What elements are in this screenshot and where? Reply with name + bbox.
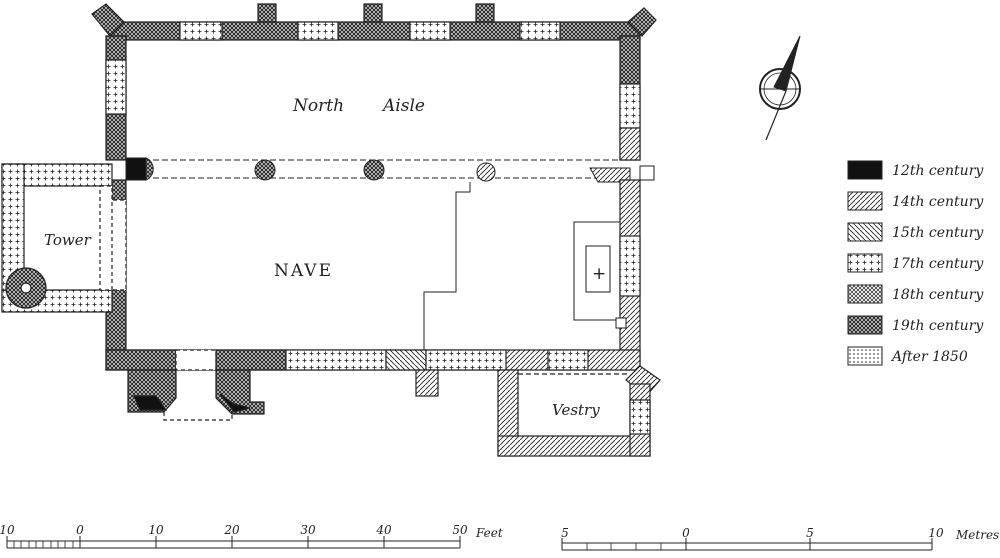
- scale-feet-ticks: 10 0 10 20 30 40 50: [0, 523, 468, 537]
- legend-label: 12th century: [892, 163, 984, 179]
- legend-swatch: [847, 191, 883, 211]
- scale-bar-feet: [6, 536, 461, 549]
- scale-metres-ticks: 5 0 5 10: [561, 526, 944, 540]
- legend-swatch: [847, 284, 883, 304]
- arcade: [125, 157, 655, 183]
- legend-swatch: [847, 222, 883, 242]
- legend-swatch: [847, 315, 883, 335]
- north-aisle-walls: [91, 3, 657, 161]
- scale-metres-tick-label: 10: [928, 526, 944, 540]
- vestry-walls: [497, 369, 651, 457]
- sanctuary: [423, 182, 627, 350]
- scale-bar-metres: [561, 538, 933, 551]
- scale-feet-unit: Feet: [475, 526, 503, 540]
- legend: 12th century 14th century 15th century 17th…: [847, 160, 984, 366]
- legend-swatch: [847, 346, 883, 366]
- scale-feet-tick-label: 50: [452, 523, 468, 537]
- legend-label: 17th century: [892, 256, 984, 272]
- legend-label: 14th century: [892, 194, 984, 210]
- legend-swatch: [847, 253, 883, 273]
- scale-metres-tick-label: 0: [682, 526, 690, 540]
- nave-walls: [105, 179, 661, 397]
- pier-2: [363, 159, 385, 181]
- scale-feet-tick-label: 40: [375, 523, 392, 537]
- north-aisle-label-1: North: [292, 96, 344, 116]
- scale-feet-tick-label: 10: [148, 523, 164, 537]
- scale-feet-tick-label: 20: [223, 523, 240, 537]
- north-aisle-label-2: Aisle: [381, 96, 425, 116]
- altar: [585, 245, 611, 293]
- nave-label: NAVE: [274, 261, 333, 281]
- tower-walls: [1, 163, 113, 313]
- vestry-label: Vestry: [552, 401, 600, 419]
- scale-feet-tick-label: 10: [0, 523, 15, 537]
- south-porch: [127, 369, 265, 421]
- tower-label: Tower: [44, 231, 92, 249]
- scale-metres-tick-label: 5: [561, 526, 569, 540]
- legend-swatch: [847, 160, 883, 180]
- pier-1: [254, 159, 276, 181]
- altar-cross-icon: +: [592, 264, 606, 284]
- north-compass-icon: [759, 35, 801, 141]
- scale-metres-tick-label: 5: [806, 526, 814, 540]
- pier-3: [476, 162, 496, 182]
- legend-label: 19th century: [892, 318, 984, 334]
- legend-label: 18th century: [892, 287, 984, 303]
- legend-label: 15th century: [892, 225, 984, 241]
- legend-label: After 1850: [890, 349, 968, 365]
- scale-metres-unit: Metres: [955, 528, 999, 542]
- scale-feet-tick-label: 0: [76, 523, 84, 537]
- scale-feet-tick-label: 30: [300, 523, 316, 537]
